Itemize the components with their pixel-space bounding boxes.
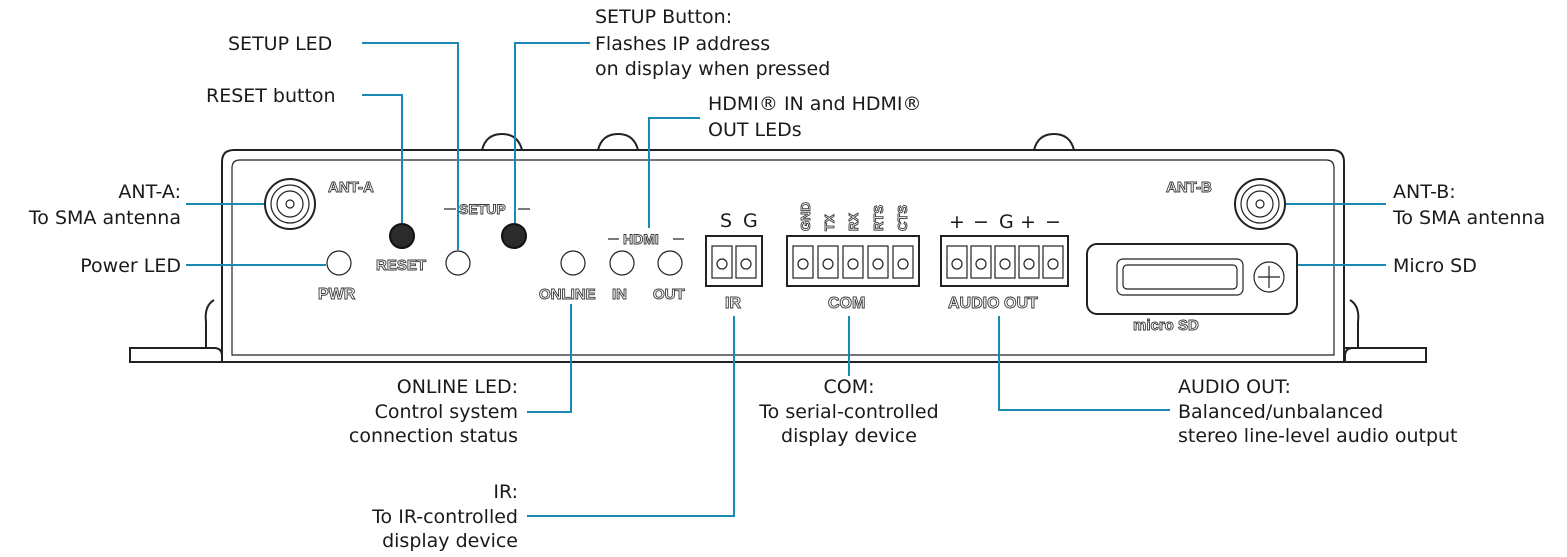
svg-text:AUDIO OUT:: AUDIO OUT:: [1178, 376, 1291, 398]
audio-pin-minus-1: −: [973, 211, 989, 233]
ant-a-connector[interactable]: [264, 178, 316, 230]
svg-text:ONLINE LED:: ONLINE LED:: [397, 376, 518, 398]
com-pin-rx: RX: [846, 213, 861, 231]
audio-out-panel-label: AUDIO OUT: [948, 295, 1038, 312]
audio-pin-labels: + − G + −: [949, 211, 1061, 233]
hdmi-in-led: [609, 250, 635, 276]
ant-b-callout: ANT-B: To SMA antenna: [1392, 181, 1545, 229]
ir-pin-g: G: [743, 210, 758, 232]
svg-text:IR:: IR:: [493, 481, 518, 503]
audio-out-callout: AUDIO OUT: Balanced/unbalanced stereo li…: [1178, 376, 1458, 447]
svg-text:To SMA antenna: To SMA antenna: [1392, 207, 1545, 229]
setup-led-callout: SETUP LED: [228, 33, 332, 55]
audio-pin-g: G: [999, 211, 1014, 233]
screw-icon: [1253, 261, 1285, 293]
svg-text:OUT LEDs: OUT LEDs: [708, 119, 802, 141]
setup-panel-label: SETUP: [459, 201, 506, 217]
ant-a-panel-label: ANT-A: [328, 179, 374, 196]
audio-out-terminal-block[interactable]: [940, 235, 1069, 287]
svg-text:display device: display device: [382, 530, 518, 552]
hdmi-out-led: [657, 250, 683, 276]
audio-pin-minus-2: −: [1045, 211, 1061, 233]
reset-panel-label: RESET: [376, 257, 426, 274]
com-pin-rts: RTS: [871, 205, 886, 231]
svg-text:COM:: COM:: [823, 376, 874, 398]
setup-led: [445, 250, 471, 276]
reset-button-callout: RESET button: [206, 85, 336, 107]
hdmi-leds-callout: HDMI® IN and HDMI® OUT LEDs: [708, 93, 922, 141]
hdmi-panel-label: HDMI: [623, 231, 659, 247]
svg-text:To serial-controlled: To serial-controlled: [758, 401, 938, 423]
ir-panel-label: IR: [725, 295, 741, 312]
setup-button[interactable]: [501, 223, 527, 249]
in-panel-label: IN: [612, 286, 627, 303]
svg-text:connection status: connection status: [349, 425, 518, 447]
micro-sd-slot[interactable]: [1086, 243, 1298, 315]
pwr-panel-label: PWR: [318, 286, 356, 303]
com-pin-tx: TX: [822, 214, 837, 231]
svg-text:SETUP Button:: SETUP Button:: [595, 6, 732, 28]
svg-text:display device: display device: [781, 425, 917, 447]
com-pin-cts: CTS: [895, 205, 910, 231]
ant-b-connector[interactable]: [1234, 178, 1286, 230]
com-callout: COM: To serial-controlled display device: [758, 376, 938, 447]
svg-text:Control system: Control system: [375, 401, 518, 423]
com-pin-labels: GND TX RX RTS CTS: [798, 202, 911, 232]
svg-text:Flashes IP address: Flashes IP address: [595, 33, 770, 55]
leader-lines: [186, 42, 1386, 517]
audio-pin-plus-2: +: [1020, 211, 1036, 233]
svg-text:on display when pressed: on display when pressed: [595, 58, 830, 80]
svg-text:To SMA antenna: To SMA antenna: [28, 207, 181, 229]
ir-pin-s: S: [720, 210, 732, 232]
svg-text:HDMI® IN and HDMI®: HDMI® IN and HDMI®: [708, 93, 922, 115]
svg-text:stereo line-level audio output: stereo line-level audio output: [1178, 425, 1458, 447]
out-panel-label: OUT: [653, 286, 685, 303]
ir-terminal-block[interactable]: [705, 235, 763, 287]
power-led-callout: Power LED: [80, 255, 181, 277]
audio-pin-plus-1: +: [949, 211, 965, 233]
svg-text:Balanced/unbalanced: Balanced/unbalanced: [1178, 401, 1383, 423]
svg-text:ANT-B:: ANT-B:: [1393, 181, 1456, 203]
device-chassis: [129, 132, 1427, 363]
online-panel-label: ONLINE: [539, 286, 596, 303]
reset-button[interactable]: [389, 223, 415, 249]
setup-button-callout: SETUP Button: Flashes IP address on disp…: [595, 6, 830, 80]
online-led: [560, 250, 586, 276]
online-led-callout: ONLINE LED: Control system connection st…: [349, 376, 518, 447]
com-pin-gnd: GND: [798, 202, 813, 231]
micro-sd-callout: Micro SD: [1393, 255, 1477, 277]
ant-a-callout: ANT-A: To SMA antenna: [28, 181, 181, 229]
com-panel-label: COM: [828, 295, 865, 312]
svg-text:To IR-controlled: To IR-controlled: [371, 506, 518, 528]
power-led: [326, 250, 352, 276]
svg-text:ANT-A:: ANT-A:: [118, 181, 181, 203]
ir-callout: IR: To IR-controlled display device: [371, 481, 518, 552]
micro-sd-panel-label: micro SD: [1133, 317, 1199, 334]
com-terminal-block[interactable]: [786, 235, 920, 287]
ant-b-panel-label: ANT-B: [1166, 179, 1212, 196]
